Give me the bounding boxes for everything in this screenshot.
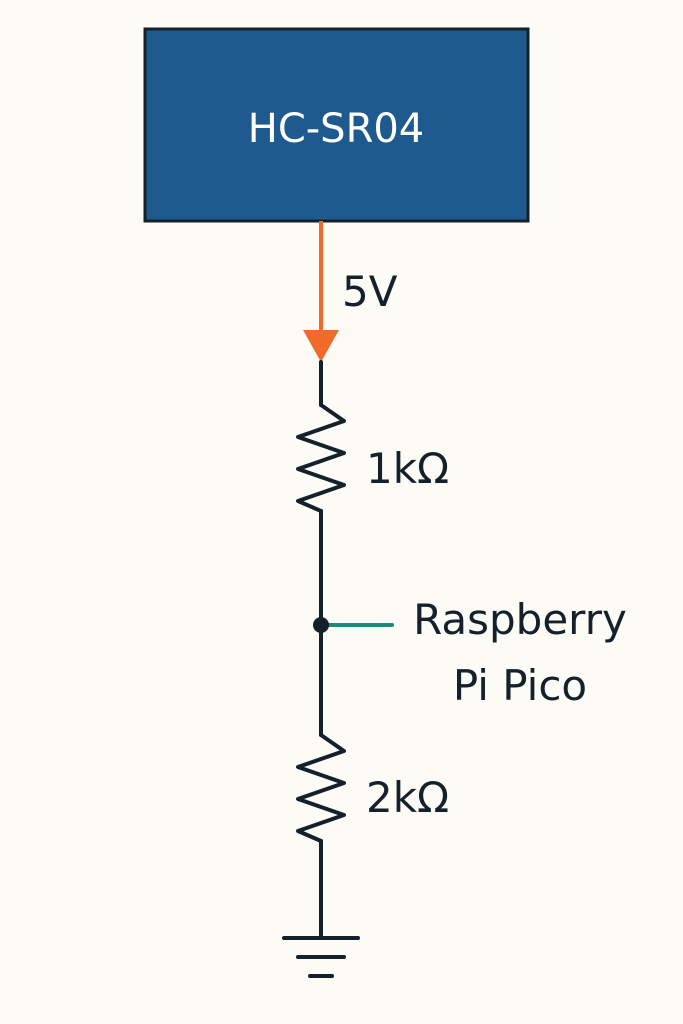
pico-label-line2: Pi Pico (453, 661, 587, 710)
supply-label: 5V (342, 267, 398, 316)
resistor-1k-symbol (296, 403, 346, 513)
pico-label-line1: Raspberry (413, 595, 627, 644)
sensor-box (143, 27, 530, 223)
resistor-1k-label: 1kΩ (366, 444, 449, 493)
junction-dot (313, 617, 329, 633)
supply-arrow (303, 221, 339, 362)
ground-icon (282, 936, 360, 978)
hc-sr04-module: HC-SR04 (143, 27, 530, 223)
sensor-label: HC-SR04 (248, 106, 425, 152)
resistor-2k-label: 2kΩ (366, 773, 449, 822)
resistor-2k-symbol (296, 733, 346, 843)
arrow-head-icon (303, 330, 339, 362)
